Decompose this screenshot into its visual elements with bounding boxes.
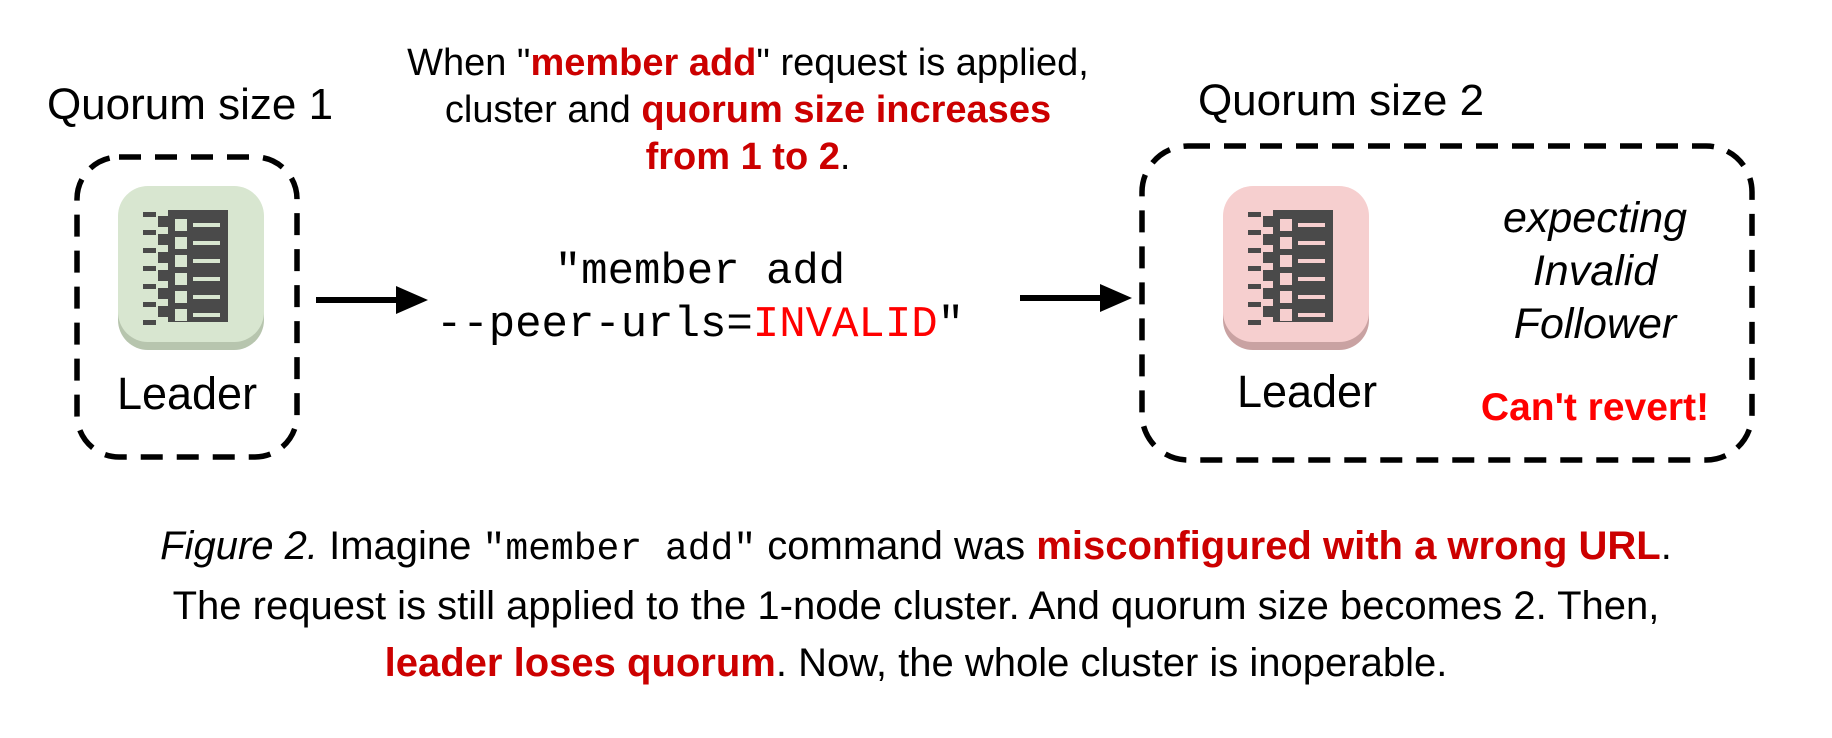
right-node-label: Leader bbox=[1236, 366, 1378, 417]
leader-node-healthy bbox=[116, 186, 266, 355]
command-line-1: "member add bbox=[554, 247, 846, 297]
figure-number: Figure 2. bbox=[160, 524, 318, 568]
caption-line-3: leader loses quorum. Now, the whole clus… bbox=[384, 641, 1448, 685]
note-emphasis-member-add: member add bbox=[530, 42, 757, 84]
note-line-1: When "member add" request is applied, bbox=[407, 42, 1089, 84]
caption-emphasis-misconfigured: misconfigured with a wrong URL bbox=[1036, 524, 1661, 568]
arrow-right-icon bbox=[1020, 284, 1132, 312]
note-emphasis-quorum-increase: quorum size increases bbox=[641, 89, 1052, 131]
caption-line-1: Figure 2. Imagine "member add" command w… bbox=[160, 524, 1672, 571]
member-add-note: When "member add" request is applied, cl… bbox=[398, 40, 1098, 181]
etcd-server-icon bbox=[1223, 186, 1369, 350]
etcd-server-icon bbox=[118, 186, 264, 350]
note-emphasis-from-1-to-2: from 1 to 2 bbox=[645, 136, 840, 178]
expecting-line-1: expecting bbox=[1502, 194, 1688, 242]
right-cluster-title: Quorum size 2 bbox=[1197, 76, 1485, 125]
expecting-line-2: Invalid bbox=[1532, 247, 1658, 295]
right-cluster-dashed-boundary bbox=[1139, 143, 1755, 463]
left-cluster-title: Quorum size 1 bbox=[46, 80, 334, 129]
cant-revert-warning: Can't revert! bbox=[1480, 386, 1710, 429]
left-node-label: Leader bbox=[116, 368, 258, 419]
left-cluster-dashed-boundary bbox=[74, 154, 300, 460]
caption-command-text: "member add" bbox=[482, 528, 757, 571]
note-line-3: from 1 to 2. bbox=[645, 136, 851, 178]
caption-emphasis-loses-quorum: leader loses quorum bbox=[384, 641, 776, 685]
command-line-2: --peer-urls=INVALID" bbox=[435, 300, 965, 350]
figure-caption: Figure 2. Imagine "member add" command w… bbox=[0, 518, 1832, 692]
arrow-right-icon bbox=[316, 286, 428, 314]
caption-line-2: The request is still applied to the 1-no… bbox=[172, 584, 1660, 628]
expecting-line-3: Follower bbox=[1513, 300, 1677, 348]
member-add-command: "member add --peer-urls=INVALID" bbox=[350, 246, 1050, 352]
note-line-2: cluster and quorum size increases bbox=[444, 89, 1052, 131]
expecting-invalid-follower-note: expecting Invalid Follower bbox=[1430, 192, 1760, 351]
leader-node-broken bbox=[1220, 186, 1372, 355]
command-invalid-url: INVALID bbox=[752, 300, 938, 350]
